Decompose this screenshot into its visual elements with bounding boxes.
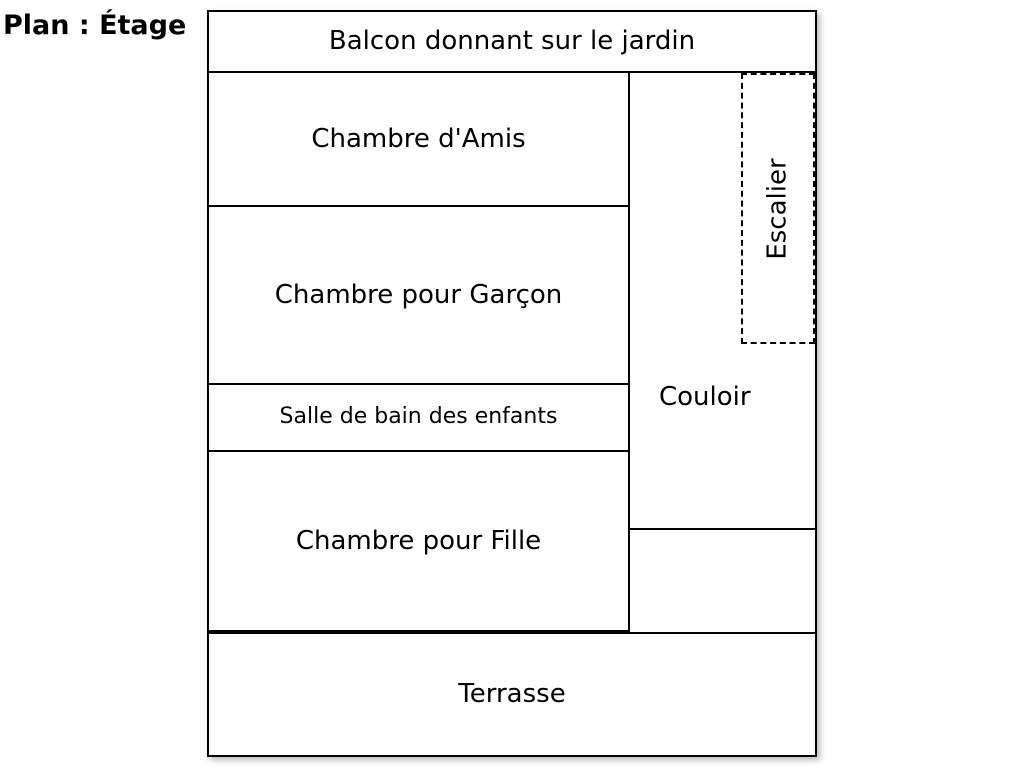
room-salle-de-bain-enfants-label: Salle de bain des enfants [279, 404, 558, 430]
room-chambre-fille-label: Chambre pour Fille [295, 525, 542, 556]
room-salle-de-bain-enfants[interactable]: Salle de bain des enfants [209, 385, 630, 452]
page-title: Plan : Étage [3, 10, 187, 41]
room-unlabeled-lower-right[interactable] [630, 530, 815, 632]
room-chambre-garcon[interactable]: Chambre pour Garçon [209, 207, 630, 385]
room-balcon[interactable]: Balcon donnant sur le jardin [209, 12, 815, 73]
room-chambre-amis[interactable]: Chambre d'Amis [209, 73, 630, 207]
room-escalier-label: Escalier [763, 157, 793, 260]
room-escalier[interactable]: Escalier [741, 73, 815, 344]
room-terrasse-label: Terrasse [458, 679, 566, 710]
room-couloir-label: Couloir [659, 382, 751, 412]
room-chambre-garcon-label: Chambre pour Garçon [274, 279, 563, 310]
floor-plan-outline: Balcon donnant sur le jardin Chambre d'A… [207, 10, 817, 757]
room-chambre-amis-label: Chambre d'Amis [311, 123, 526, 154]
room-balcon-label: Balcon donnant sur le jardin [328, 26, 696, 57]
room-chambre-fille[interactable]: Chambre pour Fille [209, 452, 630, 632]
room-terrasse[interactable]: Terrasse [209, 632, 815, 755]
